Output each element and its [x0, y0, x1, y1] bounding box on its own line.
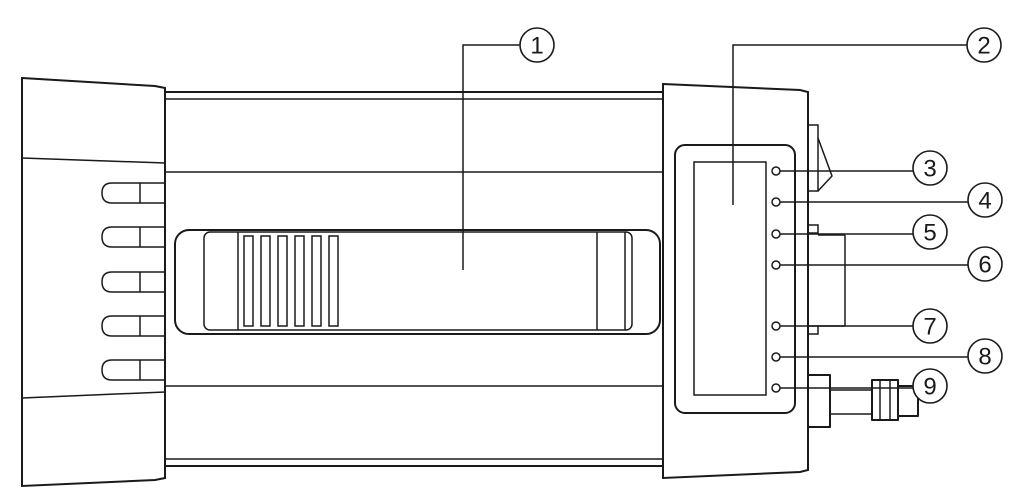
left-end-cap: [21, 76, 166, 488]
right-end-cap: [662, 82, 809, 480]
callout-4: 4: [967, 182, 1003, 218]
led-8: [771, 352, 781, 362]
svg-text:8: 8: [978, 344, 991, 371]
svg-text:1: 1: [530, 33, 543, 60]
callout-5: 5: [912, 214, 948, 250]
led-5: [771, 229, 781, 239]
handle-grip-ribs: [243, 235, 339, 327]
control-panel: [674, 144, 796, 414]
led-6: [771, 260, 781, 270]
vent-fin: [101, 315, 165, 337]
svg-text:4: 4: [978, 188, 991, 215]
led-4: [771, 197, 781, 207]
callout-7: 7: [912, 308, 948, 344]
callout-2: 2: [966, 27, 1002, 63]
leader-lines: [462, 44, 968, 389]
main-body: [164, 91, 664, 467]
gas-connector: [807, 374, 919, 428]
side-switch: [807, 124, 833, 192]
indicator-leds: [771, 166, 781, 393]
led-3: [771, 166, 781, 176]
vent-fin: [101, 271, 165, 293]
callouts: 1 2 3 4 5 6 7 8: [519, 27, 1003, 404]
svg-text:7: 7: [923, 314, 936, 341]
callout-3: 3: [912, 150, 948, 186]
vent-fins: [101, 182, 165, 381]
svg-text:6: 6: [978, 252, 991, 279]
leader-2: [732, 44, 967, 205]
callout-1: 1: [519, 27, 555, 63]
side-bracket: [807, 224, 846, 335]
svg-text:9: 9: [923, 374, 936, 401]
led-9: [771, 383, 781, 393]
svg-text:3: 3: [923, 156, 936, 183]
svg-text:5: 5: [923, 220, 936, 247]
vent-fin: [101, 359, 165, 381]
carrying-handle: [174, 229, 661, 335]
led-7: [771, 321, 781, 331]
callout-6: 6: [967, 246, 1003, 282]
callout-8: 8: [967, 338, 1003, 374]
vent-fin: [101, 182, 165, 204]
svg-text:2: 2: [977, 33, 990, 60]
leader-1: [462, 44, 520, 270]
callout-9: 9: [912, 368, 948, 404]
vent-fin: [101, 226, 165, 248]
